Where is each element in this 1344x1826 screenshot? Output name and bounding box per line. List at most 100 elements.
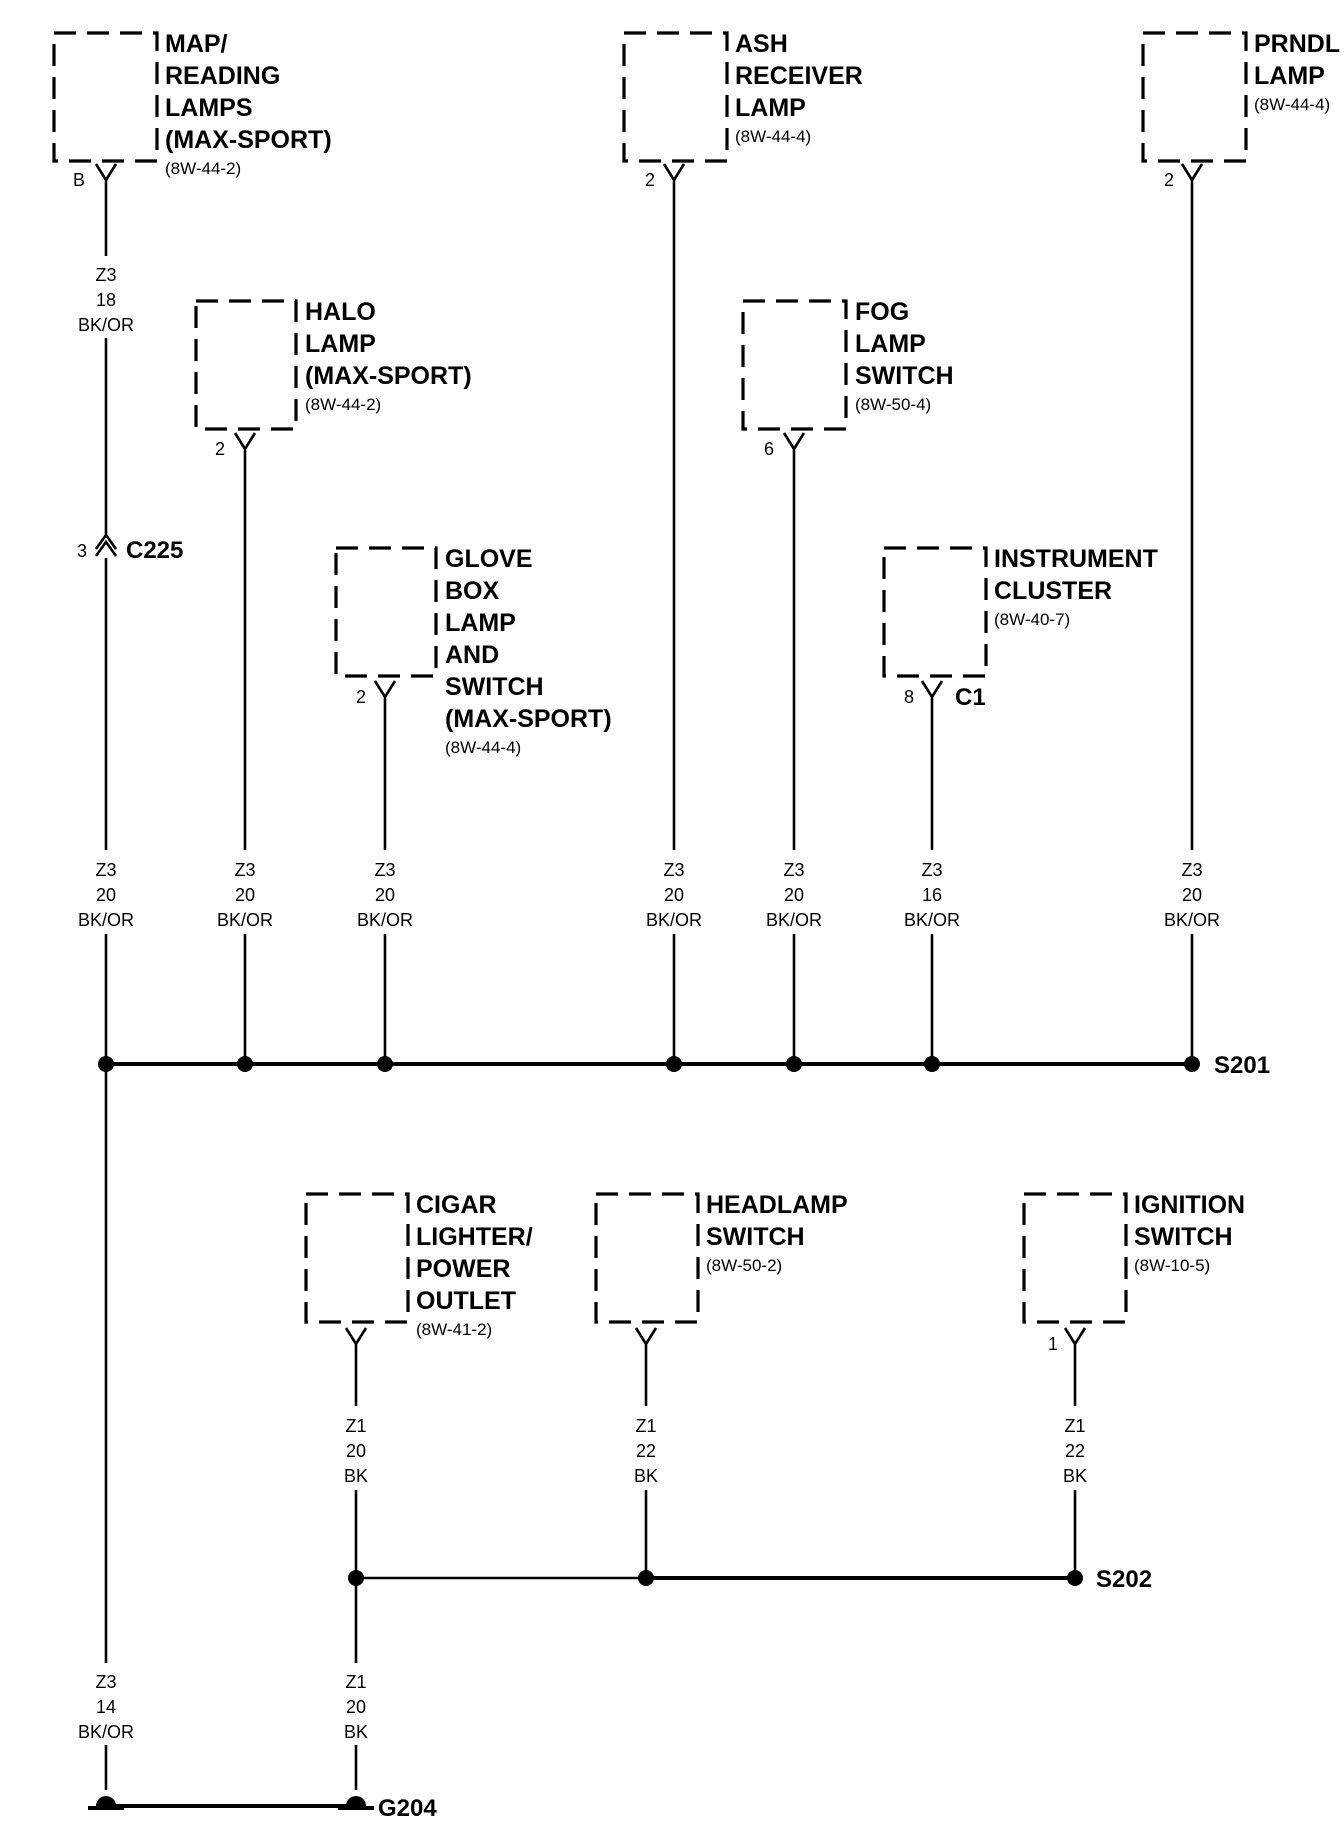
splice-dot [1067,1570,1083,1586]
cluster-connector-c1: C1 [955,684,986,711]
wire-color-code: Z1 [635,1416,656,1436]
wire-label-prndl: Z3 20 BK/OR [1164,860,1220,930]
splice-dot [237,1056,253,1072]
map-lamps-label-line2: READING [165,62,280,90]
prndl-lamp-ref: (8W-44-4) [1254,95,1330,114]
wire-label-ignition: Z1 22 BK [1063,1416,1087,1486]
wire-color: BK/OR [217,910,273,930]
headlamp-switch: HEADLAMP SWITCH (8W-50-2) [594,1191,848,1350]
cigar-terminal [344,1327,368,1350]
wire-color: BK [1063,1466,1087,1486]
cluster-ref: (8W-40-7) [994,610,1070,629]
ground-g204: G204 [88,1795,437,1822]
wire-color-code: Z3 [95,1672,116,1692]
map-lamps-pin: B [73,170,85,190]
splice-dot [1184,1056,1200,1072]
prndl-lamp-label-line1: PRNDL [1254,30,1340,58]
map-lamps-label-line4: (MAX-SPORT) [165,126,332,154]
halo-lamp-label-line2: LAMP [305,330,376,358]
wire-label-map-upper: Z3 18 BK/OR [78,265,134,335]
cluster-label-line2: CLUSTER [994,577,1112,605]
ash-lamp-pin: 2 [645,170,655,190]
glove-box-pin: 2 [356,687,366,707]
prndl-lamp-label-line2: LAMP [1254,62,1325,90]
splice-dot [98,1056,114,1072]
ignition-ref: (8W-10-5) [1134,1256,1210,1275]
ash-receiver-lamp: ASH RECEIVER LAMP (8W-44-4) 2 [622,30,863,190]
wire-label-ash: Z3 20 BK/OR [646,860,702,930]
halo-lamp-label-line1: HALO [305,298,376,326]
ground-symbol-right [346,1796,366,1806]
s202-label: S202 [1096,1566,1152,1593]
wire-color: BK/OR [1164,910,1220,930]
wire-color-code: Z3 [95,265,116,285]
glove-box-label-line2: BOX [445,577,500,605]
ignition-switch-box [1022,1192,1128,1324]
wire-gauge: 20 [784,885,804,905]
wire-label-cluster: Z3 16 BK/OR [904,860,960,930]
halo-lamp-terminal [233,432,257,455]
fog-lamp-switch: FOG LAMP SWITCH (8W-50-4) 6 [741,298,954,459]
wire-label-ground-left: Z3 14 BK/OR [78,1672,134,1742]
headlamp-ref: (8W-50-2) [706,1256,782,1275]
fog-switch-label-line2: LAMP [855,330,926,358]
map-lamps-label-line3: LAMPS [165,94,253,122]
glove-box-ref: (8W-44-4) [445,738,521,757]
wire-gauge: 20 [346,1697,366,1717]
fog-switch-ref: (8W-50-4) [855,395,931,414]
headlamp-terminal [634,1327,658,1350]
glove-box-lamp-switch-box [334,546,438,678]
wire-color: BK/OR [78,315,134,335]
halo-lamp-pin: 2 [215,439,225,459]
splice-dot [348,1570,364,1586]
wire-label-fog: Z3 20 BK/OR [766,860,822,930]
map-reading-lamps-box [52,31,159,163]
ash-lamp-label-line1: ASH [735,30,788,58]
halo-lamp-ref: (8W-44-2) [305,395,381,414]
wire-gauge: 18 [96,290,116,310]
wire-gauge: 20 [664,885,684,905]
ash-lamp-terminal [662,163,686,186]
wire-color: BK [634,1466,658,1486]
cigar-label-line1: CIGAR [416,1191,497,1219]
splice-dot [786,1056,802,1072]
fog-switch-terminal [782,432,806,455]
splice-dot [377,1056,393,1072]
splice-dot [638,1570,654,1586]
glove-box-terminal [373,680,397,703]
wire-color: BK [344,1722,368,1742]
g204-label: G204 [378,1795,437,1822]
wire-gauge: 16 [922,885,942,905]
ash-receiver-lamp-box [622,31,729,163]
cigar-label-line2: LIGHTER/ [416,1223,533,1251]
wire-color-code: Z3 [921,860,942,880]
wire-color: BK/OR [78,910,134,930]
fog-switch-label-line3: SWITCH [855,362,954,390]
wire-gauge: 20 [96,885,116,905]
glove-box-label-line3: LAMP [445,609,516,637]
splice-dots-s202: S202 [348,1566,1152,1593]
glove-box-label-line6: (MAX-SPORT) [445,705,612,733]
ash-lamp-label-line2: RECEIVER [735,62,863,90]
glove-box-label-line1: GLOVE [445,545,533,573]
wire-label-glove: Z3 20 BK/OR [357,860,413,930]
wire-color-code: Z3 [783,860,804,880]
wire-color: BK/OR [646,910,702,930]
headlamp-label-line2: SWITCH [706,1223,805,1251]
cigar-label-line3: POWER [416,1255,510,1283]
splice-dots-s201: S201 [98,1052,1270,1079]
ground-symbol-left [96,1796,116,1806]
map-lamps-ref: (8W-44-2) [165,159,241,178]
fog-lamp-switch-box [741,299,848,431]
splice-dot [666,1056,682,1072]
fog-switch-pin: 6 [764,439,774,459]
wire-color-code: Z3 [95,860,116,880]
wire-color: BK [344,1466,368,1486]
wire-color: BK/OR [357,910,413,930]
glove-box-label-line4: AND [445,641,499,669]
wire-gauge: 20 [235,885,255,905]
wire-gauge: 20 [1182,885,1202,905]
cluster-pin: 8 [904,687,914,707]
